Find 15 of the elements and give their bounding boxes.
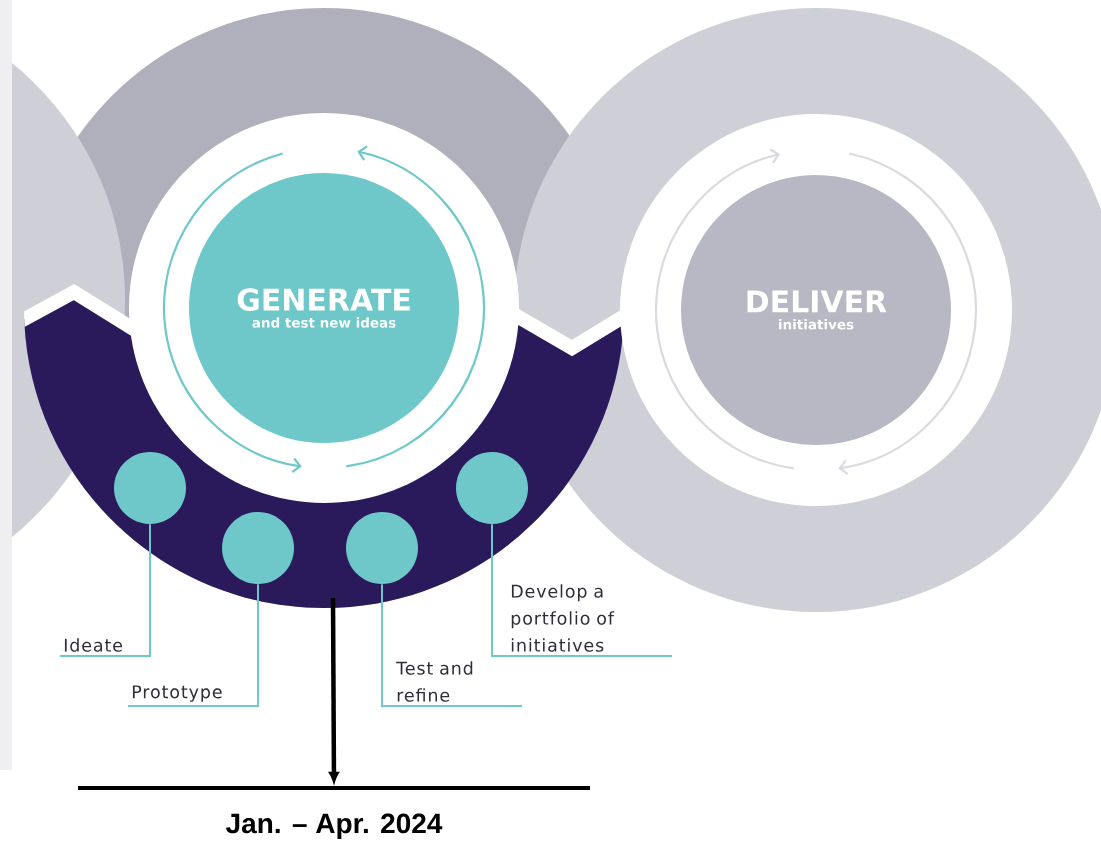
step-label: Develop a portfolio of initiatives — [511, 584, 615, 652]
step-label: Prototype — [132, 685, 222, 702]
step-circle — [456, 452, 528, 524]
step-circle — [114, 452, 186, 524]
step-label: Ideate — [64, 638, 123, 652]
step-circle — [346, 512, 418, 584]
arrow — [329, 598, 339, 783]
timeline-bar — [78, 786, 590, 790]
step-label: Test and refine — [396, 661, 473, 702]
date-label: Jan. – Apr. 2024 — [226, 813, 443, 839]
step-circle — [222, 512, 294, 584]
leader-line — [381, 583, 397, 707]
leader-line — [59, 523, 151, 657]
leader-line — [491, 523, 511, 657]
leader-line — [127, 583, 259, 707]
